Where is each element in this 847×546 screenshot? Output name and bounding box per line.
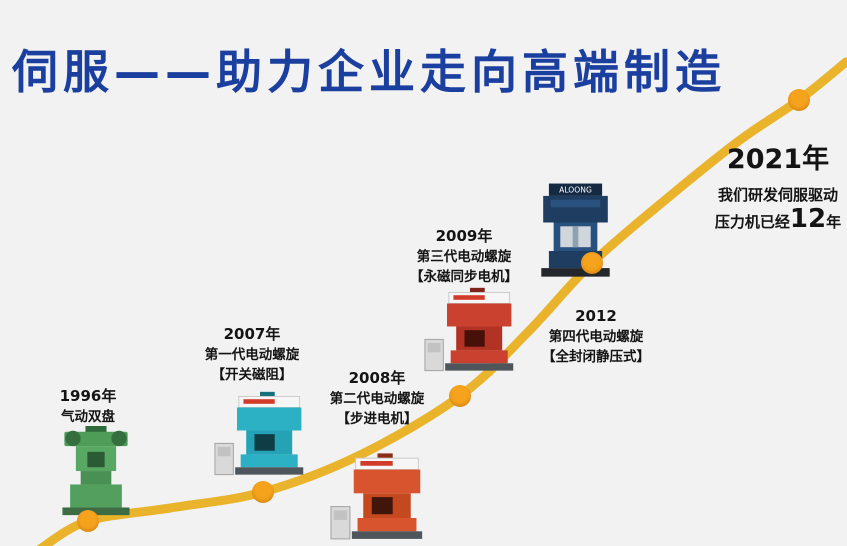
timeline-dot-2007 (252, 481, 274, 503)
milestone-2021-label: 2021年 我们研发伺服驱动 压力机已经12年 (693, 143, 847, 234)
page-title: 伺服——助力企业走向高端制造 (12, 45, 726, 99)
milestone-2007-label: 2007年 第一代电动螺旋 【开关磁阻】 (182, 324, 322, 385)
milestone-desc: 气动双盘 (61, 409, 115, 425)
milestone-desc: 第二代电动螺旋 (329, 391, 425, 407)
milestone-2009-label: 2009年 第三代电动螺旋 【永磁同步电机】 (389, 226, 539, 287)
milestone-year: 2012 (575, 307, 617, 325)
milestone-year: 2021年 (726, 144, 830, 175)
press-years-prefix: 压力机已经 (714, 213, 790, 231)
timeline-dot-2009 (449, 385, 471, 407)
milestone-year: 2007年 (223, 325, 281, 343)
press-years-suffix: 年 (826, 213, 842, 231)
milestone-desc-highlight: 压力机已经12年 (693, 204, 847, 234)
press-machine-2012-icon: ALOONG (528, 182, 623, 282)
press-years-number: 12 (789, 204, 827, 234)
milestone-desc: 第四代电动螺旋 (548, 329, 644, 345)
timeline-dot-2012 (581, 252, 603, 274)
milestone-desc: 【步进电机】 (336, 411, 418, 427)
milestone-year: 2008年 (348, 369, 406, 387)
press-machine-2008-icon (330, 452, 425, 546)
milestone-year: 1996年 (59, 387, 117, 405)
milestone-year: 2009年 (435, 227, 493, 245)
milestone-1996-label: 1996年 气动双盘 (18, 386, 158, 427)
press-machine-1996-icon (52, 426, 140, 518)
milestone-desc: 【永磁同步电机】 (410, 269, 518, 285)
timeline-dot-1996 (77, 510, 99, 532)
milestone-desc: 第三代电动螺旋 (416, 249, 512, 265)
milestone-desc: 【全封闭静压式】 (542, 349, 650, 365)
milestone-2012-label: 2012 第四代电动螺旋 【全封闭静压式】 (521, 306, 671, 367)
milestone-desc: 第一代电动螺旋 (204, 347, 300, 363)
milestone-desc: 【开关磁阻】 (211, 367, 293, 383)
press-machine-2007-icon (214, 390, 306, 482)
press-machine-2009-icon (424, 286, 516, 378)
timeline-dot-2021 (788, 89, 810, 111)
press-brand-label: ALOONG (559, 186, 592, 195)
milestone-2008-label: 2008年 第二代电动螺旋 【步进电机】 (307, 368, 447, 429)
